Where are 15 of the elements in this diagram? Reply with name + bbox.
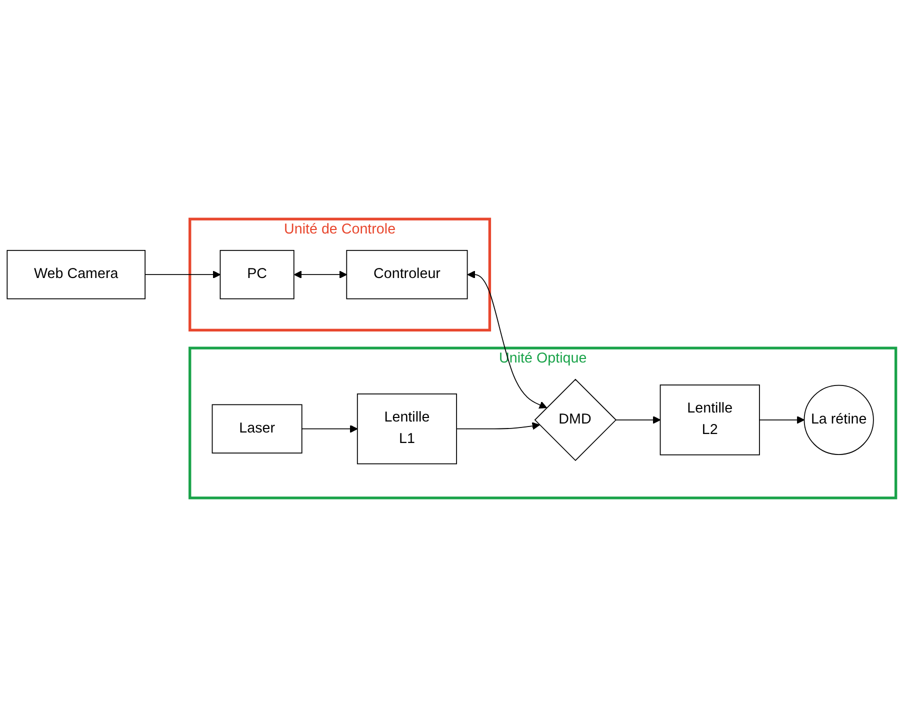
node-box: Lentille L1: [356, 393, 457, 464]
arrow: [615, 416, 661, 424]
node-box: Controleur: [346, 250, 468, 300]
arrow: [759, 416, 805, 424]
node-box: Lentille L2: [660, 384, 760, 456]
node-box: Laser: [212, 404, 302, 454]
node-box: Web Camera: [6, 250, 146, 300]
node-diamond: DMD: [534, 378, 617, 462]
node-box: PC: [220, 250, 294, 300]
arrow: [144, 270, 221, 279]
node-circle: La rétine: [804, 384, 874, 455]
arrow: [456, 422, 540, 430]
arrow: [294, 270, 347, 279]
arrow: [467, 270, 547, 409]
arrow: [301, 424, 358, 433]
